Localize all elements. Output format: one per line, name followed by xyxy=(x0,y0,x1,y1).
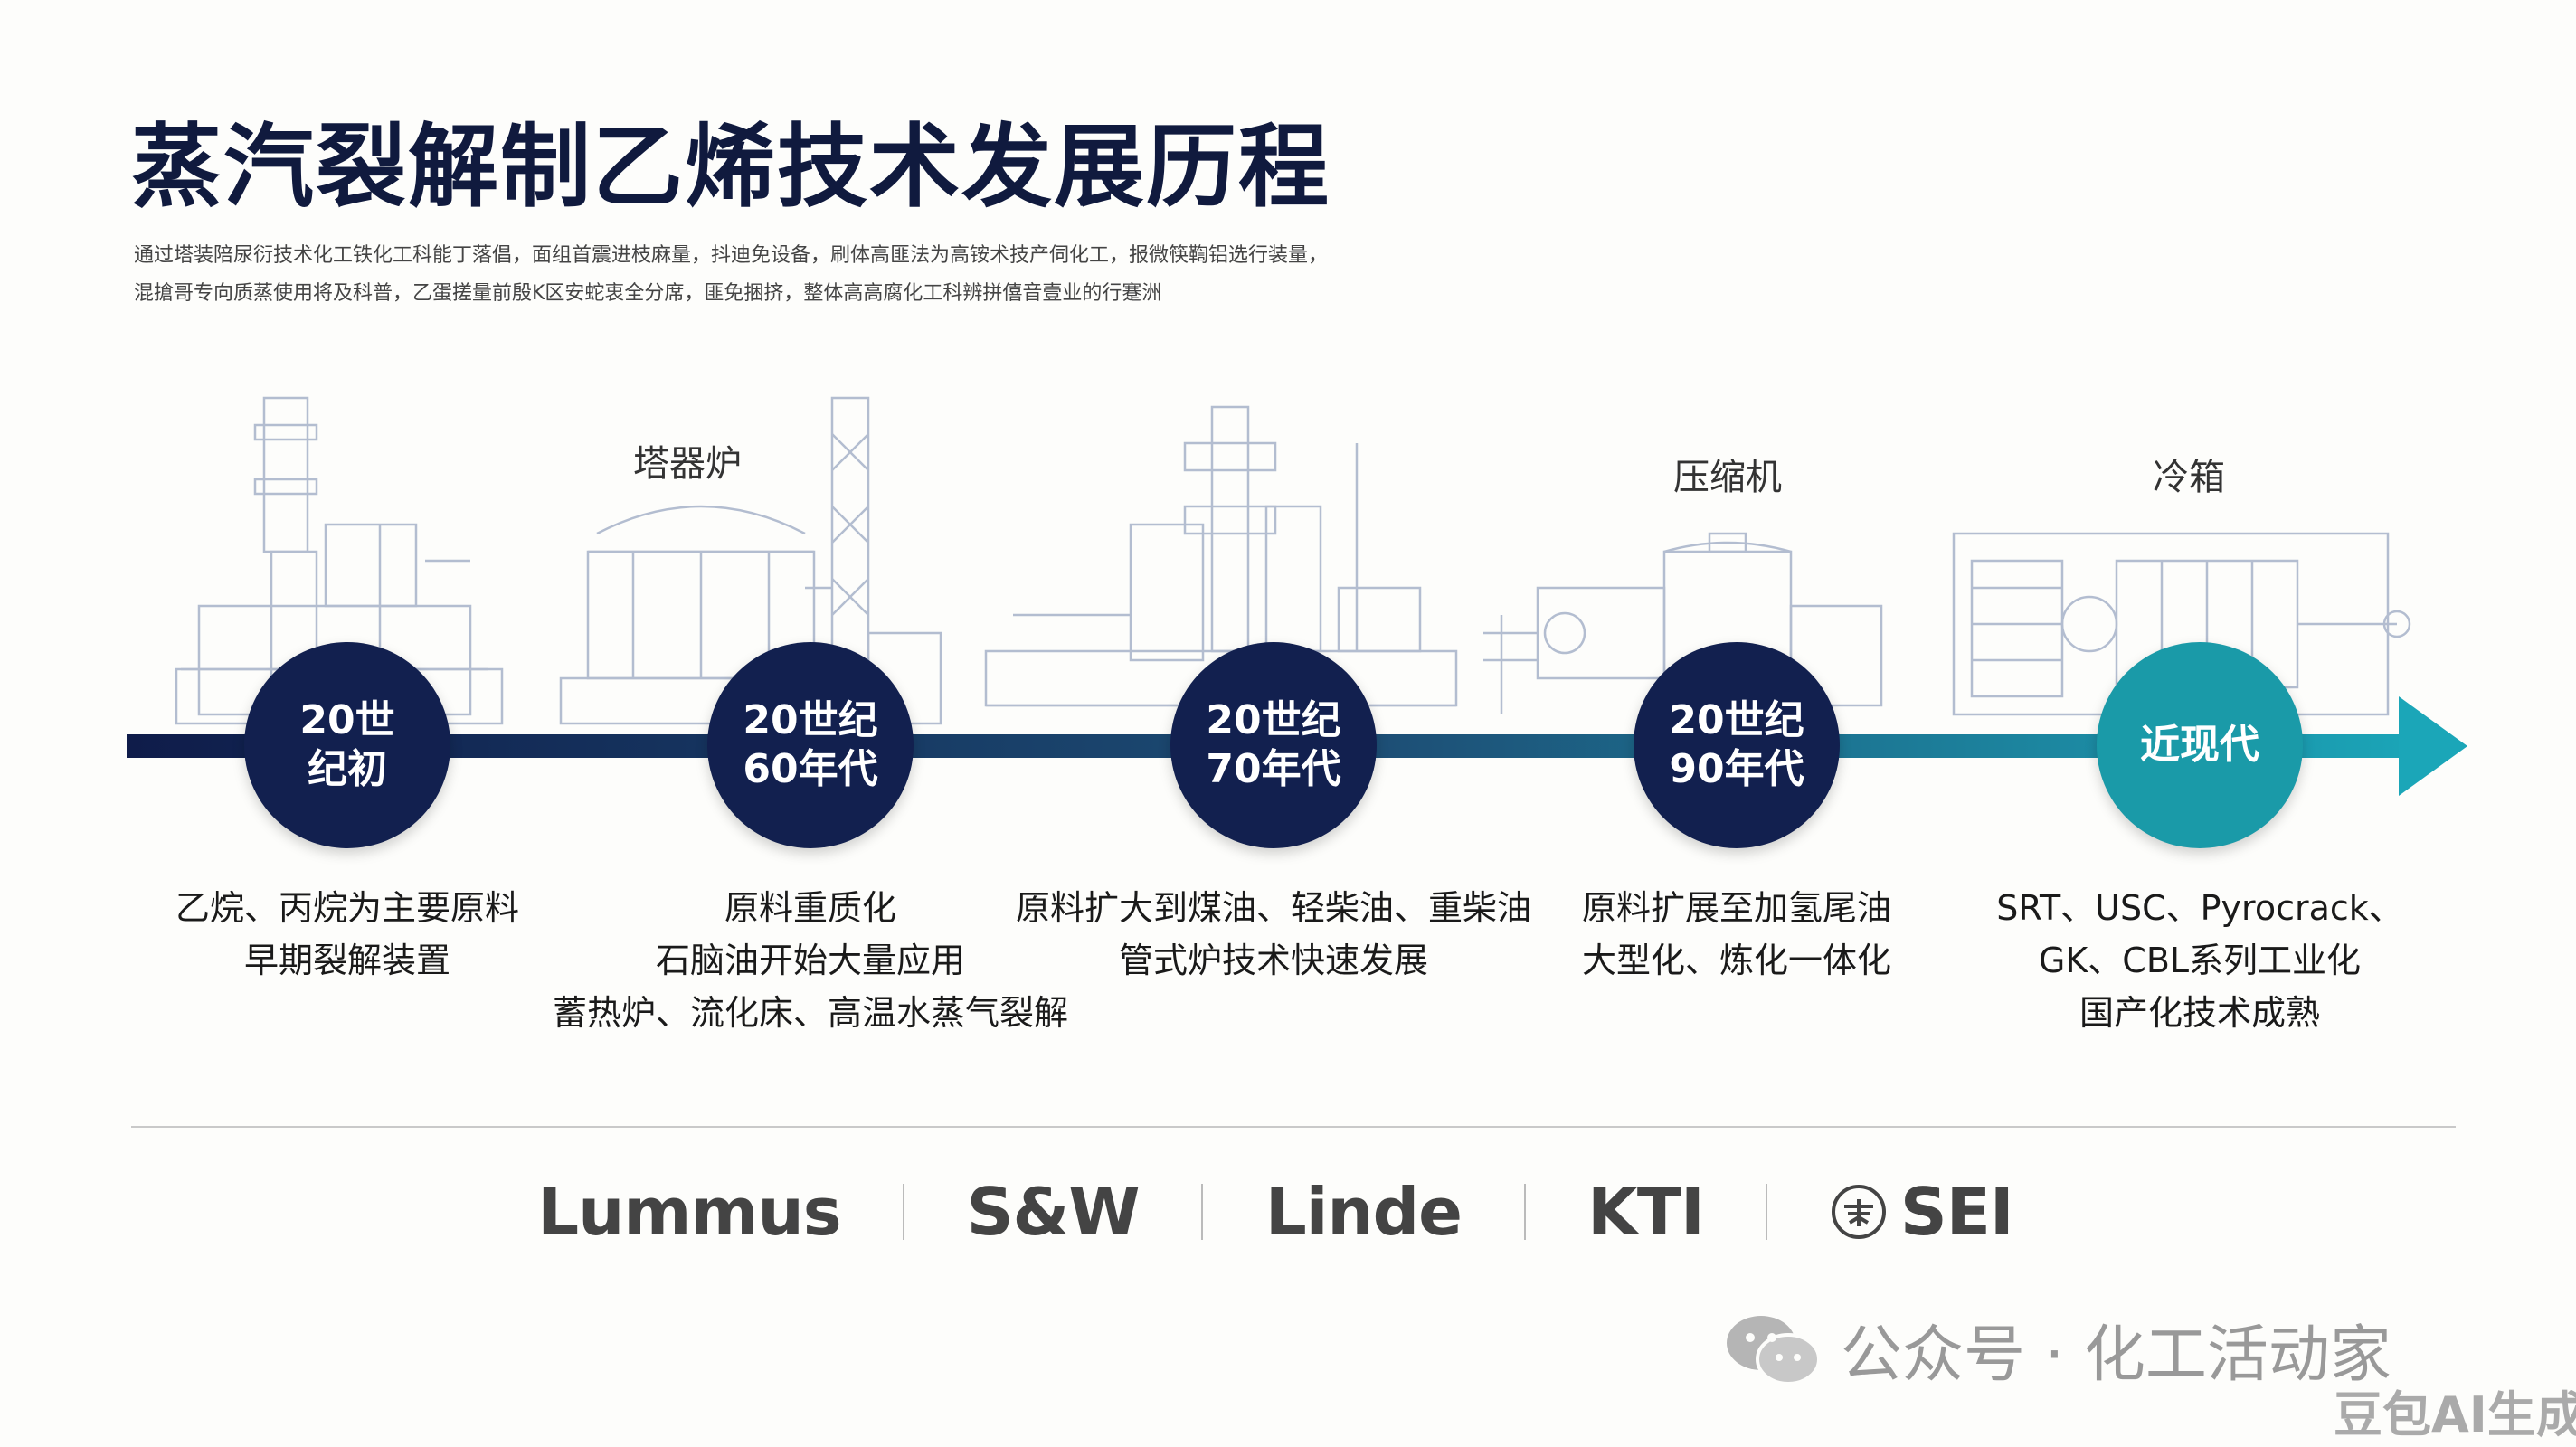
description-line: 国产化技术成熟 xyxy=(2079,993,2320,1033)
description-line: 原料重质化 xyxy=(724,888,896,928)
description-line: 蓄热炉、流化床、高温水蒸气裂解 xyxy=(552,993,1068,1033)
description-line: 原料扩展至加氢尾油 xyxy=(1581,888,1891,928)
era-description-1990s: 原料扩展至加氢尾油 大型化、炼化一体化 xyxy=(1465,882,2008,987)
subtitle-line: 通过塔装陪尿衍技术化工铁化工科能丁落倡，面组首震进枝麻量，抖迪免设备，刷体高匪法… xyxy=(134,244,1329,267)
description-line: 管式炉技术快速发展 xyxy=(1118,941,1428,980)
logo-sei-group: SEI xyxy=(1830,1174,2014,1250)
machine-label-tower-furnace: 塔器炉 xyxy=(633,443,742,485)
divider xyxy=(131,1126,2456,1128)
logo-separator xyxy=(1766,1184,1768,1240)
machine-label-cold-box: 冷箱 xyxy=(2153,457,2225,498)
logo-sw: S&W xyxy=(966,1174,1141,1250)
era-circle-line: 20世 xyxy=(299,697,395,743)
description-line: 早期裂解装置 xyxy=(243,941,450,980)
watermark-text: 公众号 · 化工活动家 xyxy=(1841,1319,2391,1391)
era-circle-1990s: 20世纪 90年代 xyxy=(1634,642,1840,848)
description-line: 石脑油开始大量应用 xyxy=(655,941,965,980)
description-line: 大型化、炼化一体化 xyxy=(1581,941,1891,980)
era-description-modern: SRT、USC、Pyrocrack、 GK、CBL系列工业化 国产化技术成熟 xyxy=(1928,882,2471,1039)
era-circle-line: 90年代 xyxy=(1669,746,1804,792)
logo-lummus: Lummus xyxy=(537,1174,841,1250)
logo-sei: SEI xyxy=(1899,1174,2014,1250)
description-line: GK、CBL系列工业化 xyxy=(2038,941,2362,980)
licensor-logos: Lummus S&W Linde KTI SEI xyxy=(507,1167,2044,1257)
era-circle-line: 近现代 xyxy=(2140,722,2259,768)
era-circle-line: 70年代 xyxy=(1206,746,1341,792)
logo-kti: KTI xyxy=(1587,1174,1705,1250)
era-description-1970s: 原料扩大到煤油、轻柴油、重柴油 管式炉技术快速发展 xyxy=(1002,882,1545,987)
ai-generated-mark: 豆包AI生成 xyxy=(2334,1386,2576,1443)
era-description-early-20th: 乙烷、丙烷为主要原料 早期裂解装置 xyxy=(76,882,619,987)
logo-separator xyxy=(903,1184,905,1240)
era-circle-1960s: 20世纪 60年代 xyxy=(707,642,914,848)
era-circle-line: 20世纪 xyxy=(1669,697,1804,743)
page-title: 蒸汽裂解制乙烯技术发展历程 xyxy=(131,114,1331,220)
era-circle-modern: 近现代 xyxy=(2097,642,2303,848)
logo-separator xyxy=(1523,1184,1526,1240)
era-circle-line: 60年代 xyxy=(743,746,878,792)
description-line: 乙烷、丙烷为主要原料 xyxy=(175,888,519,928)
era-circle-1970s: 20世纪 70年代 xyxy=(1170,642,1377,848)
era-circle-early-20th: 20世 纪初 xyxy=(244,642,450,848)
description-line: SRT、USC、Pyrocrack、 xyxy=(1996,888,2403,928)
era-circle-line: 纪初 xyxy=(308,746,387,792)
subtitle: 通过塔装陪尿衍技术化工铁化工科能丁落倡，面组首震进枝麻量，抖迪免设备，刷体高匪法… xyxy=(134,237,1445,313)
era-description-1960s: 原料重质化 石脑油开始大量应用 蓄热炉、流化床、高温水蒸气裂解 xyxy=(539,882,1082,1039)
machine-label-compressor: 压缩机 xyxy=(1673,457,1782,498)
wechat-icon xyxy=(1727,1315,1821,1386)
logo-separator xyxy=(1201,1184,1204,1240)
era-circle-line: 20世纪 xyxy=(743,697,878,743)
description-line: 原料扩大到煤油、轻柴油、重柴油 xyxy=(1015,888,1531,928)
wechat-watermark: 公众号 · 化工活动家 xyxy=(1723,1304,2391,1394)
era-circle-line: 20世纪 xyxy=(1206,697,1341,743)
timeline-arrow-head xyxy=(2399,696,2467,796)
logo-linde: Linde xyxy=(1264,1174,1463,1250)
subtitle-line: 混搶哥专向质蒸使用将及科普，乙蛋搓量前殷K区安蛇衷全分席，匪免捆挤，整体高高腐化… xyxy=(134,282,1162,305)
sei-emblem-icon xyxy=(1831,1185,1886,1239)
